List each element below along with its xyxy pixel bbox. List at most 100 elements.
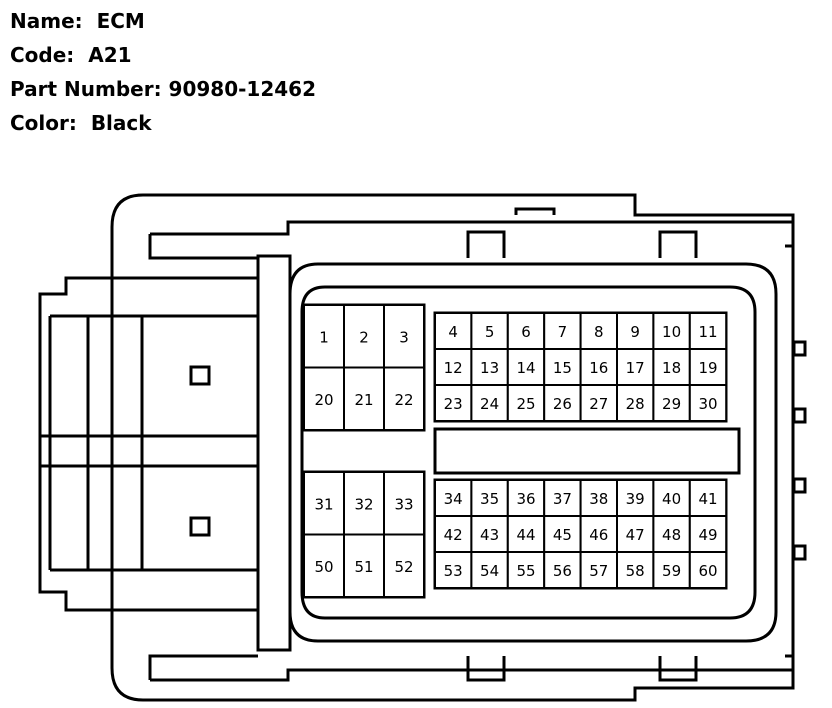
pin-number: 11	[698, 323, 717, 341]
pin-17: 17	[616, 348, 655, 386]
pin-number: 59	[662, 562, 681, 580]
pin-22: 22	[383, 366, 425, 431]
pin-52: 52	[383, 533, 425, 598]
pin-cavity	[383, 471, 425, 536]
pin-number: 28	[626, 395, 645, 413]
pin-21: 21	[343, 366, 385, 431]
pin-number: 22	[394, 391, 413, 409]
pin-31: 31	[303, 471, 345, 536]
pin-59: 59	[652, 551, 691, 589]
pin-cavity	[543, 551, 582, 589]
connector-housing	[110, 193, 807, 702]
pin-number: 50	[314, 558, 333, 576]
pin-46: 46	[579, 515, 618, 553]
pin-number: 6	[521, 323, 531, 341]
lock-window-upper	[189, 365, 211, 386]
pin-28: 28	[616, 384, 655, 422]
pin-29: 29	[652, 384, 691, 422]
pin-number: 3	[399, 328, 409, 346]
pin-51: 51	[343, 533, 385, 598]
pin-number: 40	[662, 490, 681, 508]
pin-cavity	[688, 551, 728, 589]
pin-cavity	[688, 479, 728, 517]
pin-cavity	[579, 348, 618, 386]
pin-25: 25	[506, 384, 546, 422]
pin-39: 39	[616, 479, 655, 517]
pin-number: 34	[444, 490, 463, 508]
pin-24: 24	[470, 384, 509, 422]
pin-number: 15	[553, 359, 572, 377]
connector-info: Name: ECM Code: A21 Part Number: 90980-1…	[10, 4, 316, 140]
pin-cavity	[543, 384, 582, 422]
pin-cavity	[579, 479, 618, 517]
pin-44: 44	[506, 515, 546, 553]
pin-number: 23	[444, 395, 463, 413]
pin-cavity	[343, 366, 385, 431]
pin-number: 36	[516, 490, 535, 508]
pin-number: 54	[480, 562, 499, 580]
pin-number: 9	[630, 323, 640, 341]
pin-number: 39	[626, 490, 645, 508]
pin-47: 47	[616, 515, 655, 553]
pin-cavity	[579, 384, 618, 422]
pin-7: 7	[543, 312, 582, 350]
pin-number: 18	[662, 359, 681, 377]
part-number-label: Part Number:	[10, 77, 162, 101]
pin-cavity	[303, 533, 345, 598]
pin-49: 49	[688, 515, 728, 553]
pin-number: 7	[558, 323, 568, 341]
pin-43: 43	[470, 515, 509, 553]
pin-34: 34	[434, 479, 473, 517]
part-number-value: 90980-12462	[168, 77, 316, 101]
pin-number: 19	[698, 359, 717, 377]
pin-cavity	[470, 384, 509, 422]
pin-20: 20	[303, 366, 345, 431]
code-row: Code: A21	[10, 38, 316, 72]
pin-number: 35	[480, 490, 499, 508]
name-label: Name:	[10, 9, 83, 33]
pin-number: 60	[698, 562, 717, 580]
pin-36: 36	[506, 479, 546, 517]
pin-number: 47	[626, 526, 645, 544]
pin-37: 37	[543, 479, 582, 517]
pin-45: 45	[543, 515, 582, 553]
name-value: ECM	[96, 9, 145, 33]
pin-cavity	[506, 384, 546, 422]
pin-number: 8	[594, 323, 604, 341]
pin-cavity	[383, 366, 425, 431]
pin-number: 13	[480, 359, 499, 377]
pin-cavity	[688, 348, 728, 386]
pin-11: 11	[688, 312, 728, 350]
pin-19: 19	[688, 348, 728, 386]
pin-13: 13	[470, 348, 509, 386]
pin-number: 14	[516, 359, 535, 377]
pin-8: 8	[579, 312, 618, 350]
pin-50: 50	[303, 533, 345, 598]
pin-cavity	[688, 515, 728, 553]
pin-cavity	[383, 533, 425, 598]
pin-number: 25	[516, 395, 535, 413]
pin-number: 45	[553, 526, 572, 544]
pin-number: 48	[662, 526, 681, 544]
pin-number: 16	[589, 359, 608, 377]
pin-cavity	[616, 312, 655, 350]
pin-56: 56	[543, 551, 582, 589]
pin-number: 32	[354, 495, 373, 513]
pin-number: 4	[448, 323, 458, 341]
pin-12: 12	[434, 348, 473, 386]
pin-number: 43	[480, 526, 499, 544]
pin-number: 37	[553, 490, 572, 508]
pin-cavity	[470, 479, 509, 517]
color-value: Black	[90, 111, 152, 135]
name-row: Name: ECM	[10, 4, 316, 38]
pin-cavity	[616, 384, 655, 422]
pin-number: 52	[394, 558, 413, 576]
code-label: Code:	[10, 43, 75, 67]
pin-cavity	[579, 515, 618, 553]
lock-window-lower	[189, 516, 211, 537]
pin-number: 38	[589, 490, 608, 508]
pin-number: 31	[314, 495, 333, 513]
pin-number: 58	[626, 562, 645, 580]
pin-cavity	[343, 533, 385, 598]
